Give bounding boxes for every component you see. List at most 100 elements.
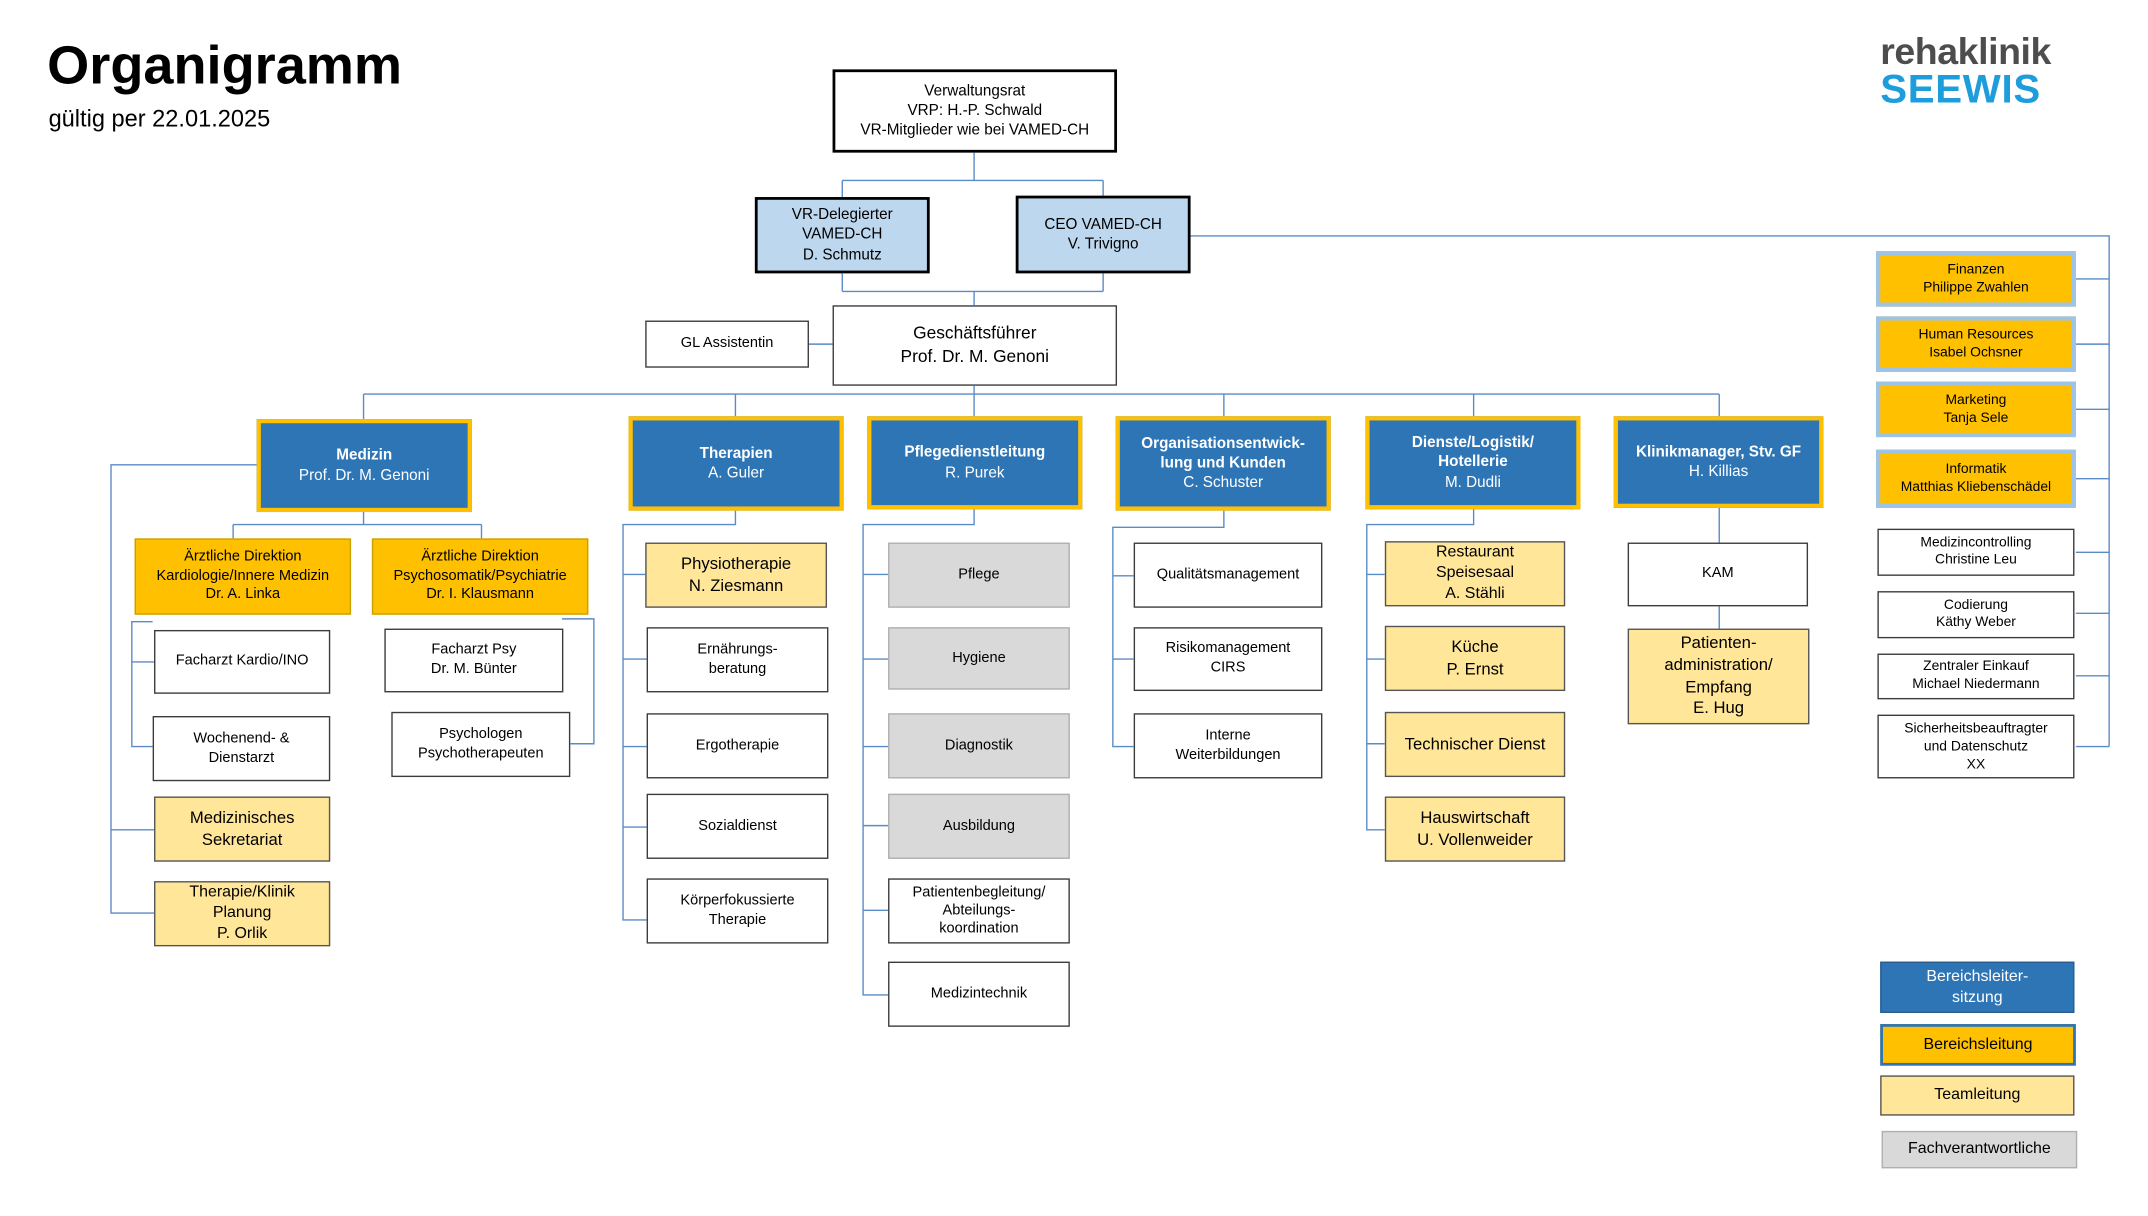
legend-bereichsleitersitzung: Bereichsleiter- sitzung	[1880, 961, 2075, 1013]
node-line: Sicherheitsbeauftragter	[1904, 720, 2048, 737]
node-koerperfokussierte-therapie: Körperfokussierte Therapie	[646, 878, 829, 944]
node-line: CIRS	[1210, 659, 1246, 676]
node-human-resources: Human Resources Isabel Ochsner	[1876, 316, 2076, 372]
node-line: P. Orlik	[217, 925, 268, 943]
node-line: Ausbildung	[942, 816, 1016, 834]
node-line: Technischer Dienst	[1404, 733, 1546, 754]
node-subtitle: R. Purek	[945, 464, 1005, 481]
node-pflegedienstleitung: Pflegedienstleitung R. Purek	[867, 416, 1083, 510]
node-line: Pflege	[958, 565, 1000, 583]
node-marketing: Marketing Tanja Sele	[1876, 381, 2076, 438]
node-line: VRP: H.-P. Schwald	[907, 102, 1043, 120]
node-aerztliche-direktion-kardio: Ärztliche Direktion Kardiologie/Innere M…	[134, 538, 352, 615]
node-wochenend-dienstarzt: Wochenend- & Dienstarzt	[152, 716, 331, 782]
node-line: Ergotherapie	[695, 736, 780, 754]
node-line: CEO VAMED-CH	[1044, 216, 1162, 233]
node-subtitle: Prof. Dr. M. Genoni	[298, 466, 430, 484]
node-line: Speisesaal	[1435, 564, 1515, 582]
node-line: Therapie	[708, 910, 767, 928]
node-line: Human Resources	[1918, 327, 2034, 343]
node-aerztliche-direktion-psy: Ärztliche Direktion Psychosomatik/Psychi…	[371, 538, 589, 615]
node-line: Christine Leu	[1935, 552, 2017, 568]
node-line: E. Hug	[1693, 698, 1744, 718]
node-line: KAM	[1702, 564, 1734, 582]
node-zentraler-einkauf: Zentraler Einkauf Michael Niedermann	[1877, 653, 2075, 700]
legend-line: Teamleitung	[1934, 1086, 2021, 1104]
node-physiotherapie: Physiotherapie N. Ziesmann	[645, 542, 828, 608]
node-restaurant-speisesaal: Restaurant Speisesaal A. Stähli	[1384, 541, 1566, 607]
node-line: Qualitätsmanagement	[1156, 565, 1300, 583]
node-hauswirtschaft: Hauswirtschaft U. Vollenweider	[1384, 796, 1566, 862]
node-line: Geschäftsführer	[913, 322, 1037, 343]
node-line: Ärztliche Direktion	[184, 548, 302, 565]
node-line: Wochenend- &	[193, 729, 290, 747]
node-informatik: Informatik Matthias Kliebenschädel	[1876, 449, 2076, 508]
node-patientenbegleitung: Patientenbegleitung/ Abteilungs- koordin…	[888, 878, 1070, 944]
node-line: Medizinisches	[189, 807, 295, 827]
node-verwaltungsrat: Verwaltungsrat VRP: H.-P. Schwald VR-Mit…	[832, 69, 1118, 153]
node-line: Therapie/Klinik	[189, 884, 295, 901]
legend-line: Fachverantwortliche	[1908, 1140, 2051, 1158]
node-line: koordination	[939, 920, 1019, 937]
node-line: Sozialdienst	[698, 816, 777, 834]
node-line: Dr. I. Klausmann	[426, 586, 534, 603]
node-ergotherapie: Ergotherapie	[646, 713, 829, 779]
node-title: Pflegedienstleitung	[904, 444, 1046, 461]
node-sozialdienst: Sozialdienst	[646, 793, 829, 859]
node-line: Küche	[1451, 636, 1499, 657]
node-line: Ernährungs-	[697, 640, 778, 658]
node-title: Medizin	[336, 447, 393, 464]
node-line: U. Vollenweider	[1417, 829, 1533, 849]
node-line: N. Ziesmann	[688, 575, 784, 595]
node-line: Dr. M. Bünter	[430, 660, 517, 678]
node-qualitaetsmanagement: Qualitätsmanagement	[1133, 542, 1323, 608]
node-line: GL Assistentin	[680, 334, 774, 352]
node-line: A. Stähli	[1445, 585, 1505, 603]
node-line: Hygiene	[952, 648, 1006, 666]
node-line: V. Trivigno	[1067, 235, 1139, 253]
node-ausbildung: Ausbildung	[888, 793, 1070, 859]
node-line: XX	[1966, 756, 1986, 773]
node-line: Patienten-	[1680, 633, 1757, 653]
node-line: Psychologen	[439, 725, 523, 743]
node-line: Hauswirtschaft	[1420, 807, 1530, 827]
node-dienste-logistik: Dienste/Logistik/ Hotellerie M. Dudli	[1365, 416, 1581, 510]
node-line: Michael Niedermann	[1912, 676, 2040, 692]
node-line: Sekretariat	[201, 829, 283, 849]
node-line: Abteilungs-	[942, 901, 1016, 919]
legend-line: sitzung	[1952, 988, 2003, 1006]
node-gl-assistentin: GL Assistentin	[645, 320, 809, 368]
node-ernaehrungsberatung: Ernährungs- beratung	[646, 627, 829, 693]
node-diagnostik: Diagnostik	[888, 713, 1070, 779]
node-line: Weiterbildungen	[1175, 745, 1281, 763]
node-line: Risikomanagement	[1165, 640, 1291, 657]
node-sicherheitsbeauftragter: Sicherheitsbeauftragter und Datenschutz …	[1877, 714, 2075, 779]
node-line: Psychotherapeuten	[418, 744, 544, 762]
legend-fachverantwortliche: Fachverantwortliche	[1881, 1130, 2078, 1169]
node-line: Kardiologie/Innere Medizin	[156, 567, 330, 584]
node-line: Käthy Weber	[1935, 614, 2016, 630]
node-ceo: CEO VAMED-CH V. Trivigno	[1015, 195, 1191, 274]
node-line: administration/	[1664, 654, 1773, 675]
node-subtitle: A. Guler	[708, 464, 765, 482]
node-risikomanagement: Risikomanagement CIRS	[1133, 627, 1323, 692]
node-line: Matthias Kliebenschädel	[1900, 480, 2052, 496]
page-subtitle: gültig per 22.01.2025	[48, 105, 271, 132]
node-medizintechnik: Medizintechnik	[888, 961, 1070, 1027]
node-line: Psychosomatik/Psychiatrie	[393, 567, 567, 584]
node-line: Isabel Ochsner	[1929, 345, 2023, 361]
node-line: Dienstarzt	[208, 748, 275, 766]
node-title: Therapien	[699, 445, 773, 462]
node-line: VR-Mitglieder wie bei VAMED-CH	[860, 122, 1090, 139]
node-line: Codierung	[1943, 597, 2008, 613]
page-title: Organigramm	[47, 36, 403, 96]
node-line: und Datenschutz	[1923, 738, 2029, 755]
node-medizincontrolling: Medizincontrolling Christine Leu	[1877, 528, 2075, 576]
node-line: P. Ernst	[1446, 658, 1504, 678]
node-line: Zentraler Einkauf	[1923, 659, 2029, 675]
node-finanzen: Finanzen Philippe Zwahlen	[1876, 251, 2076, 307]
company-logo: rehaklinik SEEWIS	[1880, 31, 2051, 112]
node-codierung: Codierung Käthy Weber	[1877, 591, 2075, 639]
